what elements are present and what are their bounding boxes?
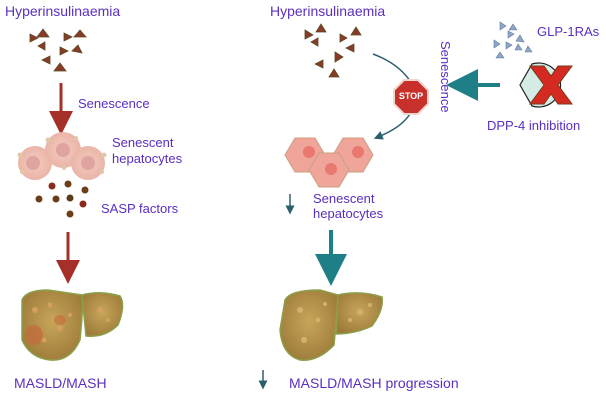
liver-diseased: [21, 289, 124, 361]
inhibition-cross-icon: [529, 65, 573, 105]
label-senescence-left: Senescence: [78, 96, 150, 111]
label-senescent-line1: Senescent: [112, 135, 174, 150]
glp1ra-molecules: [493, 21, 533, 59]
liver-improved: [279, 289, 384, 361]
label-glp1ras: GLP-1RAs: [537, 24, 600, 39]
insulin-molecules-left: [29, 28, 87, 72]
label-dpp4-inhibition: DPP-4 inhibition: [487, 118, 581, 133]
right-outcome: MASLD/MASH progression: [289, 375, 459, 391]
stop-sign-icon: [393, 79, 429, 115]
label-senescent-line2: hepatocytes: [112, 151, 183, 166]
insulin-molecules-right: [304, 23, 362, 78]
stop-sign-text: STOP: [398, 91, 424, 101]
label-senescence-vertical: Senescence: [438, 41, 453, 113]
senescent-cells-right: [284, 137, 374, 188]
label-sasp-factors: SASP factors: [101, 201, 179, 216]
label-senescent-right-line2: hepatocytes: [313, 206, 384, 221]
label-senescent-right-line1: Senescent: [313, 191, 375, 206]
left-outcome: MASLD/MASH: [14, 375, 107, 391]
sasp-factors-dots: [35, 180, 89, 218]
left-title: Hyperinsulinaemia: [5, 3, 121, 19]
senescent-cells-left: [17, 132, 107, 180]
right-title: Hyperinsulinaemia: [270, 3, 386, 19]
